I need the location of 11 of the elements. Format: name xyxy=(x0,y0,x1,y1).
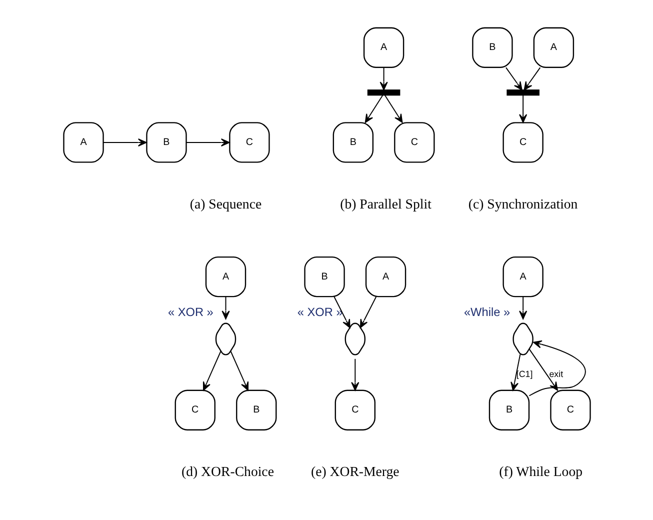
label: (c) Synchronization xyxy=(468,196,578,212)
node-label: « XOR » xyxy=(296,304,342,319)
label: (f) While Loop xyxy=(498,464,582,480)
label: (a) Sequence xyxy=(189,196,262,212)
node-label: «While » xyxy=(463,304,510,319)
label: (d) XOR-Choice xyxy=(181,464,274,480)
label: (b) Parallel Split xyxy=(340,196,431,212)
edge-label: [C1] xyxy=(516,368,532,379)
node-label: « XOR » xyxy=(167,304,213,319)
label: (e) XOR-Merge xyxy=(310,464,399,480)
edge-label: exit xyxy=(548,368,563,379)
